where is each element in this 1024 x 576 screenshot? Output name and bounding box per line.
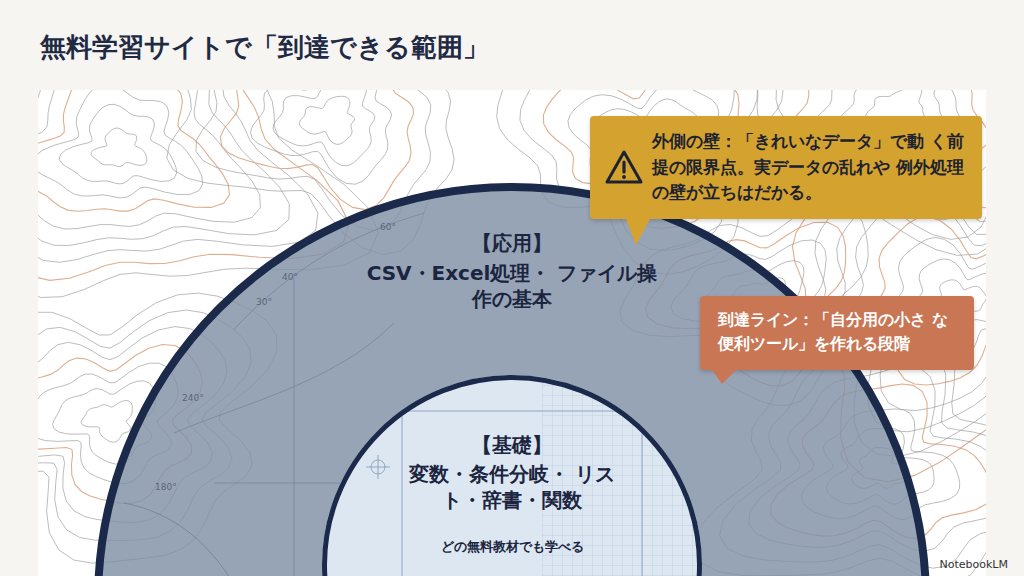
- callout-text: 到達ライン：「自分用の小さ な便利ツール」を作れる段階: [718, 308, 960, 356]
- contour-line: [38, 90, 289, 246]
- map-degree: 60°: [380, 222, 396, 232]
- region-body: 変数・条件分岐・ リスト・辞書・関数: [407, 461, 617, 513]
- circle-border: [98, 187, 926, 576]
- contour-line: [81, 401, 132, 443]
- circle-fill: [322, 375, 702, 576]
- map-degree: 240°: [182, 393, 204, 403]
- contour-line: [300, 96, 355, 144]
- map-grid-line: [124, 503, 250, 576]
- warning-icon: [604, 149, 644, 185]
- region-circle: 【基礎】変数・条件分岐・ リスト・辞書・関数どの無料教材でも学べる: [322, 375, 702, 576]
- contour-line: [38, 90, 203, 198]
- region-body: CSV・Excel処理・ ファイル操作の基本: [362, 261, 662, 312]
- diagram-title: 無料学習サイトで「到達できる範囲」: [40, 30, 489, 65]
- region-circle: 【応用】 CSV・Excel処理・ ファイル操作の基本【基礎】変数・条件分岐・ リ…: [94, 183, 930, 576]
- contour-line: [273, 90, 375, 166]
- contour-line: [220, 90, 413, 210]
- contour-line: [251, 90, 392, 184]
- callout-tail: [712, 370, 736, 384]
- contour-line: [91, 128, 147, 167]
- contour-line: [38, 90, 260, 229]
- region-heading: 【基礎】: [412, 433, 612, 457]
- region-heading: 【応用】: [362, 231, 662, 255]
- crosshair: [366, 455, 390, 479]
- warning-triangle: [607, 152, 641, 182]
- warning-bar: [622, 162, 625, 172]
- warning-dot: [622, 175, 626, 179]
- callout-box: 外側の壁：「きれいなデータ」で動 く前提の限界点。実データの乱れや 例外処理の壁…: [590, 116, 982, 219]
- contour-line: [38, 90, 318, 262]
- map-degree: 30°: [256, 297, 272, 307]
- callout-box: 到達ライン：「自分用の小さ な便利ツール」を作れる段階: [700, 296, 974, 370]
- map-degree: 40°: [282, 272, 298, 282]
- region-body: どの無料教材でも学べる: [392, 539, 632, 555]
- contour-line: [38, 90, 229, 211]
- circle-border: [325, 378, 700, 576]
- callout-tail: [626, 219, 650, 245]
- watermark: NotebookLM: [940, 558, 1008, 571]
- map-degree: 180°: [155, 482, 177, 492]
- callout-text: 外側の壁：「きれいなデータ」で動 く前提の限界点。実データの乱れや 例外処理の壁…: [652, 129, 968, 206]
